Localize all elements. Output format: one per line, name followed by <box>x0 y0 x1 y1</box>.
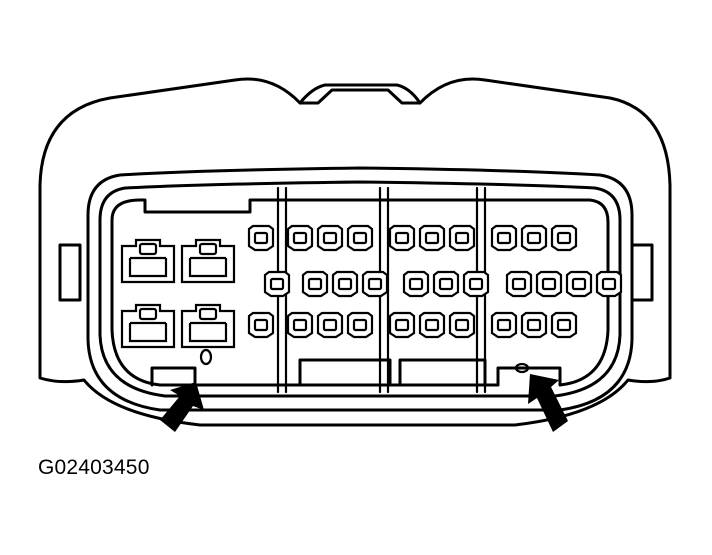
small-terminal <box>432 270 460 298</box>
large-terminal <box>120 303 176 349</box>
small-terminal <box>316 224 344 252</box>
small-terminal <box>263 270 291 298</box>
figure-id-label: G02403450 <box>38 456 150 479</box>
small-terminal <box>595 270 623 298</box>
small-terminal <box>286 311 314 339</box>
side-rib-right <box>630 243 654 302</box>
small-terminal <box>316 311 344 339</box>
small-terminal <box>247 311 275 339</box>
small-terminal <box>301 270 329 298</box>
keyway-left <box>150 366 197 387</box>
small-terminal <box>505 270 533 298</box>
small-terminal <box>565 270 593 298</box>
connector-face-inner <box>98 180 622 398</box>
small-terminal <box>490 224 518 252</box>
side-rib-left <box>58 243 82 302</box>
locator-arrow-right <box>528 374 568 432</box>
small-terminal <box>346 224 374 252</box>
small-terminal <box>535 270 563 298</box>
small-terminal <box>490 311 518 339</box>
small-terminal-group <box>247 224 623 339</box>
locking-tab <box>298 88 422 105</box>
small-terminal <box>346 311 374 339</box>
small-terminal <box>331 270 359 298</box>
locator-arrow-left <box>160 382 204 432</box>
small-terminal <box>550 311 578 339</box>
keyway-right <box>398 358 487 387</box>
terminal-cavity-frame <box>110 198 610 387</box>
small-terminal <box>247 224 275 252</box>
small-terminal <box>388 224 416 252</box>
small-terminal <box>462 270 490 298</box>
large-terminal <box>120 238 176 284</box>
small-terminal <box>361 270 389 298</box>
small-terminal <box>418 311 446 339</box>
small-terminal <box>388 311 416 339</box>
small-terminal <box>418 224 446 252</box>
large-terminal-group <box>120 238 236 349</box>
small-terminal <box>520 224 548 252</box>
large-terminal <box>180 238 236 284</box>
polarizing-key-right <box>514 362 530 374</box>
small-terminal <box>448 311 476 339</box>
small-terminal <box>448 224 476 252</box>
small-terminal <box>402 270 430 298</box>
small-terminal <box>286 224 314 252</box>
keyway-center <box>298 358 392 387</box>
polarizing-key-left <box>199 348 213 366</box>
small-terminal <box>520 311 548 339</box>
large-terminal <box>180 303 236 349</box>
connector-face-rim <box>86 166 634 412</box>
small-terminal <box>550 224 578 252</box>
